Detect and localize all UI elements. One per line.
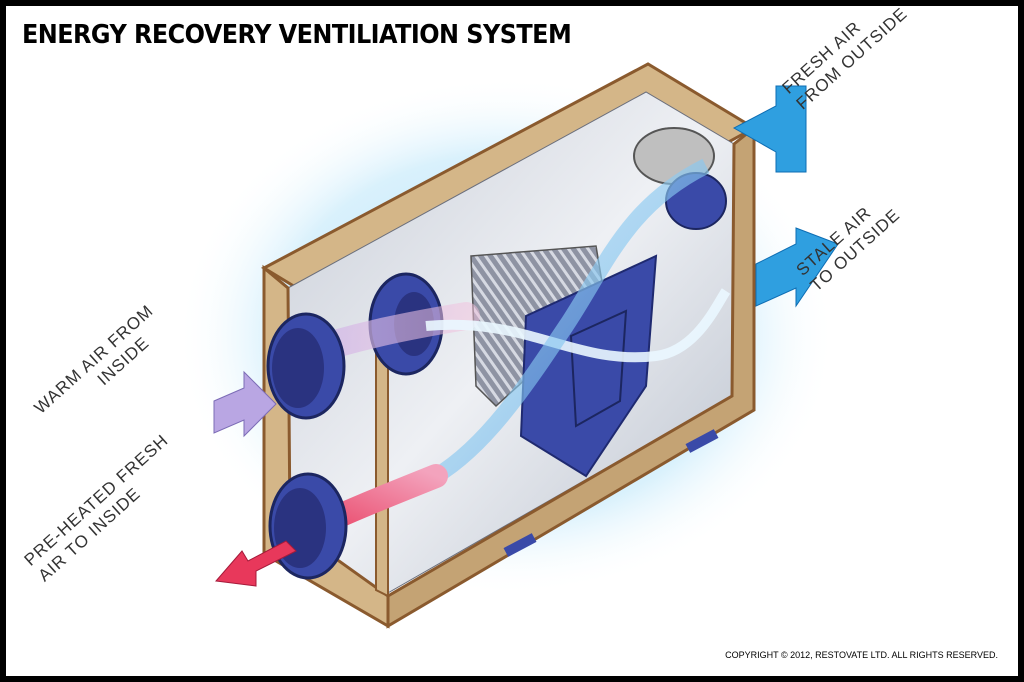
filter-panel — [519, 254, 658, 478]
fresh-air-flow — [431, 158, 710, 483]
diagram-title: ENERGY RECOVERY VENTILIATION SYSTEM — [22, 20, 572, 50]
erv-illustration — [176, 62, 839, 629]
warm-air-duct-collar — [266, 312, 346, 420]
copyright-notice: COPYRIGHT © 2012, RESTOVATE LTD. ALL RIG… — [725, 650, 998, 660]
mounting-foot — [685, 429, 719, 453]
stale-air-out-arrow — [755, 227, 839, 308]
internal-divider — [375, 334, 389, 598]
fresh-air-in-arrow — [732, 85, 807, 173]
mounting-foot — [503, 533, 537, 557]
preheated-air-out-arrow — [215, 540, 297, 587]
preheated-duct-collar — [268, 472, 348, 580]
filter-frame — [569, 309, 628, 428]
warm-air-in-arrow — [213, 370, 277, 438]
exhaust-air-flow — [425, 288, 731, 363]
